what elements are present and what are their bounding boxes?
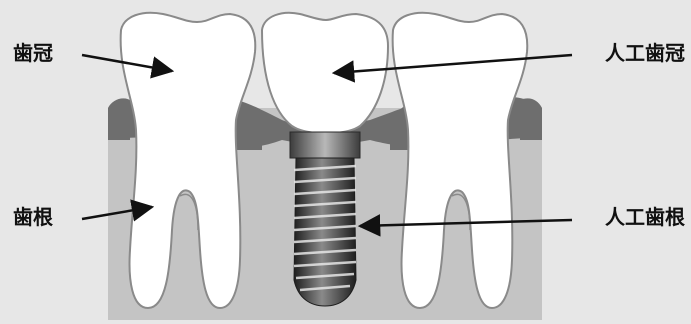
root-label: 歯根 xyxy=(13,205,53,229)
implant-abutment xyxy=(290,132,360,158)
implant-crown xyxy=(262,13,388,134)
implant-root-label: 人工歯根 xyxy=(605,205,685,229)
crown-label: 歯冠 xyxy=(13,41,53,65)
implant-crown-label: 人工歯冠 xyxy=(605,41,685,65)
